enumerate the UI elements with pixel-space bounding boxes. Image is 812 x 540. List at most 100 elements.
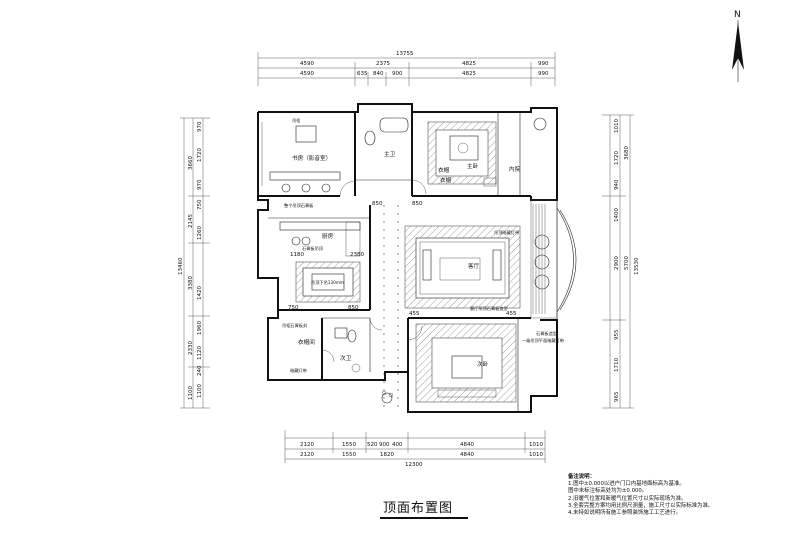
dim-right-inner-7: 1710 [614,358,620,372]
interior-walls [258,112,531,412]
dim-left-inner-5: 1260 [197,226,203,240]
dim-int-5: 750 [288,305,299,311]
dim-bot-3: 520 [367,442,378,448]
dim-top-3: 4825 [462,61,476,67]
note-a3: 客厅吊顶石膏板造型 [470,305,508,312]
dim-top-r2-4: 900 [392,71,403,77]
living-ceiling [404,225,521,309]
dim-right-outer-1: 3680 [624,146,630,160]
compass-label: N [734,10,741,20]
dim-right-total: 13530 [634,257,640,275]
notes-line-3: 2.旧暖气位置和新暖气位置尺寸以实际现场为准。 [568,495,687,502]
dim-bot-5: 400 [392,442,403,448]
right-dimensions: 1010 1720 940 1400 2900 955 1710 965 368… [602,114,640,409]
room-study: 书房（影音室） [292,154,331,162]
dim-left-outer-5: 1100 [188,386,194,400]
dim-right-inner-3: 940 [614,179,620,190]
dim-top-1: 4590 [300,61,314,67]
dim-left-inner-1: 970 [197,121,203,132]
dim-left-inner-6: 1420 [197,286,203,300]
dim-int-6: 850 [348,305,359,311]
dim-left-inner-10: 1100 [197,384,203,398]
room-closet: 衣帽 [440,176,452,184]
dim-left-total: 13460 [178,257,184,275]
room-kitchen: 厨房 [322,232,334,240]
dim-top-r2-3: 840 [373,71,384,77]
dim-right-inner-5: 2900 [614,256,620,270]
drawing-title: 顶面布置图 [383,501,454,516]
dim-left-outer-2: 2145 [188,214,194,228]
ceiling-annotations: 吊柜 吊顶暗藏灯带 客厅吊顶石膏板造型 整个吊顶石膏板 石膏板造型 一级吊顶平面… [282,117,564,374]
title-underline [380,517,468,519]
note-a2: 吊顶暗藏灯带 [494,229,519,236]
notes-block: 备注说明： 1.图中±0.000以进户门口内基地面标高为基准。 图中未标注标高处… [568,474,804,517]
dim-top-r2-5: 4825 [462,71,476,77]
dim-bot-6: 4840 [460,442,474,448]
notes-heading: 备注说明： [568,474,595,480]
balcony-furniture [533,117,550,290]
dim-right-inner-1: 1010 [614,119,620,133]
room-living: 客厅 [468,262,480,270]
dim-top-r2-2: 635 [357,71,368,77]
room-master-bed: 主卧 [467,162,479,170]
notes-line-1: 1.图中±0.000以进户门口内基地面标高为基准。 [568,481,685,488]
room-bath2: 次卫 [340,354,352,362]
bath-fixtures [334,117,409,373]
dim-left-outer-3: 3380 [188,276,194,290]
exterior-walls [257,103,577,413]
dim-bot-7: 1010 [529,442,543,448]
dim-left-outer-4: 2330 [188,341,194,355]
dim-top-total: 13755 [396,51,414,57]
notes-line-4: 3.全套完整方案均用比例尺测量，施工尺寸以实际标准为准。 [568,502,714,509]
dim-right-inner-6: 955 [614,329,620,340]
note-a5: 石膏板造型 [536,330,557,337]
dim-bot-r2-3: 1820 [380,452,394,458]
dim-bot-r2-2: 1550 [342,452,356,458]
interior-dimensions: 850 850 1180 2380 750 850 455 455 [288,201,517,317]
note-a9: 石膏板吊顶 [302,245,324,252]
note-a4: 整个吊顶石膏板 [284,202,314,209]
dim-left-inner-9: 240 [197,365,203,376]
note-a1: 吊柜 [292,117,300,124]
room-bath-main: 主卫 [384,150,396,158]
dim-top-r2-6: 990 [538,71,549,77]
note-a8: 暗藏灯带 [290,367,307,374]
dining-note: 吊顶下吊130mm [311,280,344,286]
dim-int-3: 1180 [290,252,304,258]
master-bedroom-ceiling [427,121,497,187]
entrance-plant-icon [381,390,394,404]
dim-bot-r2-4: 4840 [460,452,474,458]
dim-left-inner-2: 1720 [197,148,203,162]
dim-bot-1: 2120 [300,442,314,448]
ceiling-grid-lines [383,205,399,410]
dim-left-outer-1: 3660 [188,156,194,170]
note-a6: 一级吊顶平面暗藏灯带 [522,337,564,344]
dim-left-inner-3: 970 [197,179,203,190]
dim-bot-2: 1550 [342,442,356,448]
dim-int-4: 2380 [350,252,364,258]
dim-top-r2-1: 4590 [300,71,314,77]
kitchen-fixtures [279,221,361,257]
dim-bot-4: 900 [379,442,390,448]
dim-left-inner-8: 1120 [197,346,203,360]
dim-bot-r2-5: 1010 [529,452,543,458]
dim-bot-total: 12300 [405,462,423,468]
dim-right-outer-2: 5700 [624,256,630,270]
notes-line-5: 4.未特如说明所有施工参照装饰施工工艺进行。 [568,510,681,517]
dining-ceiling [295,261,361,303]
dim-int-7: 455 [409,311,420,317]
dim-right-inner-2: 1720 [614,151,620,165]
dim-int-2: 850 [412,201,423,207]
left-dimensions: 3660 2145 3380 2330 1100 970 1720 970 75… [178,117,210,409]
room-bedroom2: 次卧 [477,360,489,368]
dim-int-1: 850 [372,201,383,207]
top-dimensions: 13755 4590 2375 4825 990 4590 635 840 90… [257,51,556,86]
dim-left-inner-4: 750 [197,199,203,210]
dim-left-inner-7: 1960 [197,321,203,335]
second-bedroom-ceiling [415,323,517,403]
room-labels: 书房（影音室） 主卫 主卧 衣帽 衣帽 内院 厨房 客厅 次卧 衣帽间 次卫 吊… [292,150,521,368]
dim-int-8: 455 [506,311,517,317]
room-yard: 内院 [509,165,521,173]
bottom-dimensions: 2120 1550 520 900 400 4840 1010 2120 155… [284,430,546,468]
